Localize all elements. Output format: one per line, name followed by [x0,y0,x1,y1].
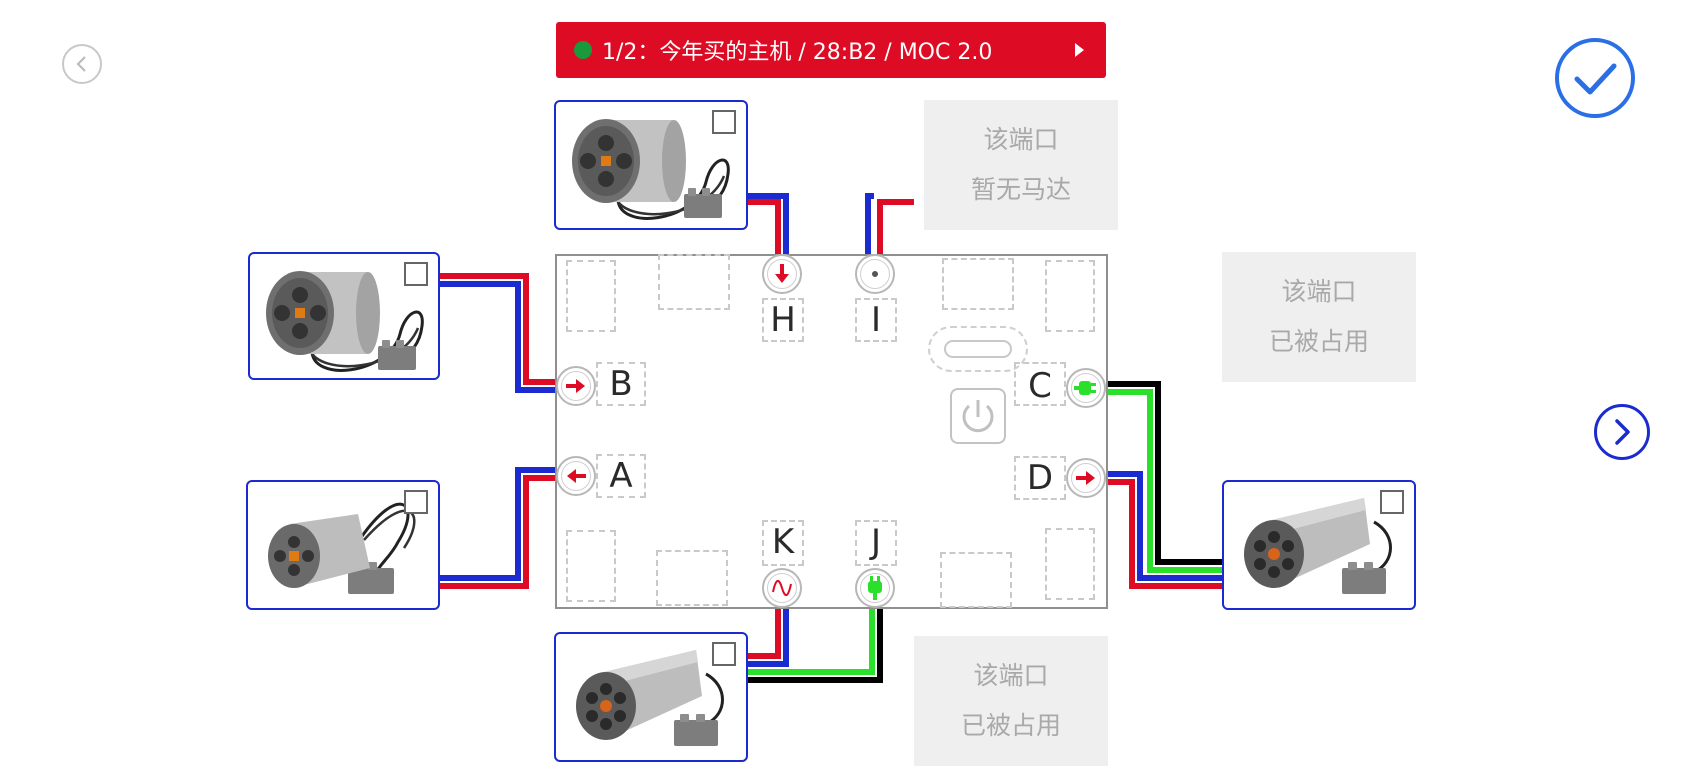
wire-j-green [746,608,875,675]
triangle-right-icon[interactable] [1075,43,1084,57]
plug-icon [1074,381,1096,395]
wire-c-green [1107,389,1224,573]
port-a-slot [596,454,646,498]
wire-a-blue [438,467,556,581]
port-c-label: C [1028,366,1052,406]
wire-j-black [746,608,883,683]
wire-h-red [746,199,781,254]
empty-slot [1045,528,1095,600]
port-j-label: J [870,522,882,562]
port-b-label: B [609,364,633,404]
hub-board [555,254,1108,609]
port-k-button[interactable] [762,568,802,608]
port-c-slot [1014,362,1066,406]
port-c-button[interactable] [1066,368,1106,408]
port-b-button[interactable] [556,366,596,406]
port-b-slot [596,362,646,406]
port-d-label: D [1026,458,1054,498]
usb-port [928,326,1028,372]
motor-checkbox[interactable] [712,642,736,666]
arrow-right-icon [1076,471,1095,485]
status-line-1: 该端口 [973,661,1049,690]
wire-i-blue [865,193,874,254]
motor-card-b[interactable] [248,252,440,380]
status-line-1: 该端口 [983,125,1059,154]
port-h-button[interactable] [762,254,802,294]
empty-slot [566,530,616,602]
status-line-2: 已被占用 [1268,327,1369,356]
port-j-slot [855,520,897,566]
port-h-label: H [770,300,796,340]
status-line-2: 已被占用 [960,711,1061,740]
port-a-button[interactable] [556,456,596,496]
port-a-label: A [609,456,633,496]
port-j-button[interactable] [855,568,895,608]
connection-status-icon [574,41,592,59]
hub-selector-banner[interactable]: 1/2：今年买的主机 / 28:B2 / MOC 2.0 [556,22,1106,78]
confirm-button[interactable] [1555,38,1635,118]
motor-checkbox[interactable] [404,262,428,286]
hub-title: 1/2：今年买的主机 / 28:B2 / MOC 2.0 [602,40,993,65]
chevron-right-icon [1615,419,1630,445]
port-j-status-box: 该端口 已被占用 [914,636,1108,766]
sine-wave-icon [772,580,792,596]
motor-card-k[interactable] [554,632,748,762]
wire-c-black [1107,381,1224,565]
empty-slot [940,552,1012,608]
port-i-status-box: 该端口 暂无马达 [924,100,1118,230]
back-button[interactable] [62,44,102,84]
wire-k-blue [746,608,789,667]
motor-card-d[interactable] [1222,480,1416,610]
port-i-label: I [870,300,882,340]
wire-a-red [438,475,556,589]
checkmark-icon [1574,63,1617,95]
port-i-button[interactable] [855,254,895,294]
wire-k-red [746,608,781,659]
status-line-1: 该端口 [1281,277,1357,306]
port-i-slot [855,298,897,342]
port-d-button[interactable] [1066,458,1106,498]
port-h-slot [762,298,804,342]
wire-b-red [438,273,556,385]
empty-slot [942,258,1014,310]
wire-h-blue [746,193,789,254]
power-icon [962,400,994,433]
status-line-2: 暂无马达 [970,175,1071,204]
port-k-label: K [771,522,795,562]
plug-icon [868,576,882,600]
wire-b-blue [438,281,556,393]
next-button[interactable] [1594,404,1650,460]
empty-slot [658,254,730,310]
wire-d-blue [1107,471,1224,581]
motor-checkbox[interactable] [404,490,428,514]
empty-slot [1045,260,1095,332]
motor-card-a[interactable] [246,480,440,610]
arrow-left-icon [567,469,586,483]
arrow-right-icon [566,379,585,393]
port-k-slot [762,520,804,566]
dot-icon [872,271,878,277]
empty-slot [566,260,616,332]
motor-checkbox[interactable] [1380,490,1404,514]
motor-checkbox[interactable] [712,110,736,134]
chevron-left-icon [76,56,86,72]
wire-i-red [877,199,914,254]
wire-d-red [1107,479,1224,589]
motor-card-h[interactable] [554,100,748,230]
port-c-status-box: 该端口 已被占用 [1222,252,1416,382]
empty-slot [656,550,728,606]
arrow-down-icon [775,264,789,283]
port-d-slot [1014,456,1066,500]
power-button[interactable] [950,388,1006,444]
